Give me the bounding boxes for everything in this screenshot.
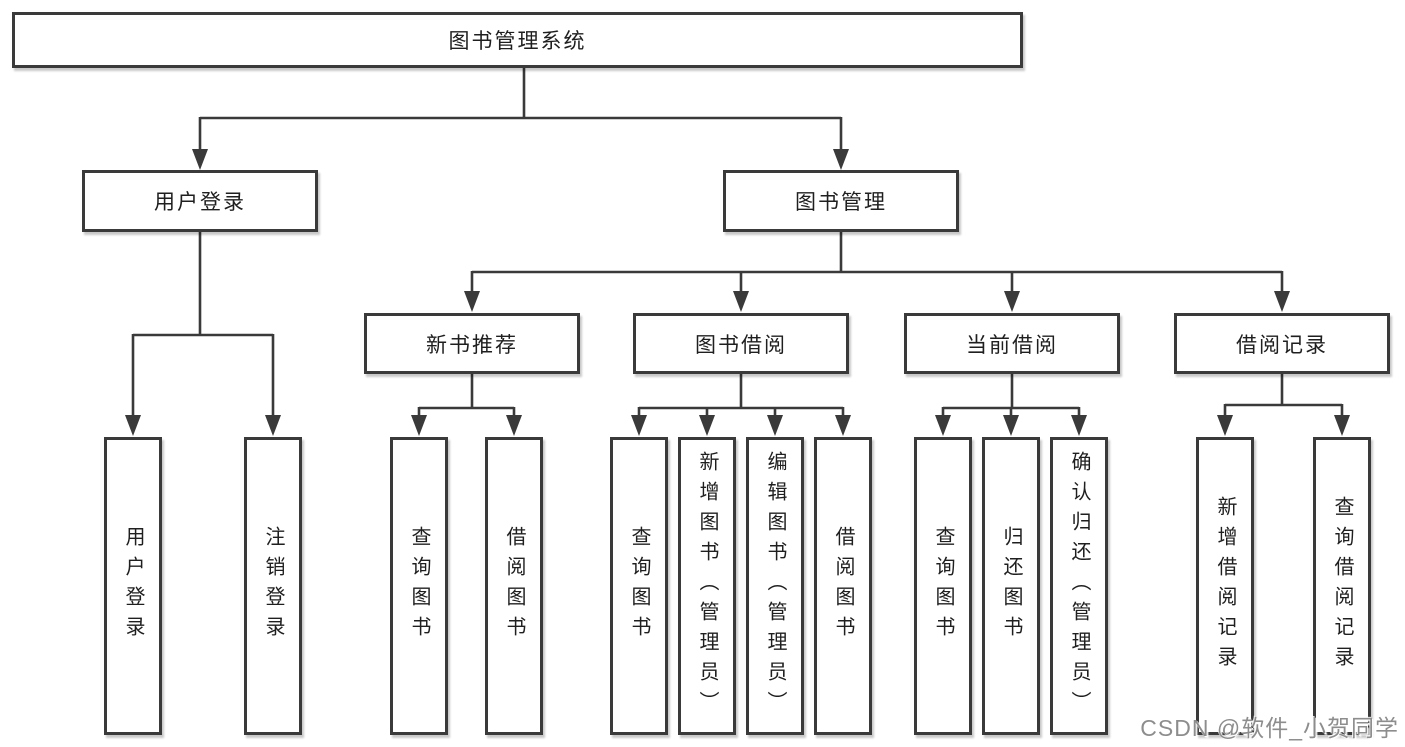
- leaf-borrow-book-borrowing: 借阅图书: [814, 437, 872, 735]
- leaf-user-login: 用户登录: [104, 437, 162, 735]
- node-book-management: 图书管理: [723, 170, 959, 232]
- node-user-login-label: 用户登录: [154, 191, 246, 214]
- node-borrowing-records: 借阅记录: [1174, 313, 1390, 374]
- leaf-edit-book-admin-label: 编辑图书（管理员）: [764, 451, 786, 721]
- leaf-return-book: 归还图书: [982, 437, 1040, 735]
- leaf-query-book-borrowing: 查询图书: [610, 437, 668, 735]
- node-new-book-recommendation-label: 新书推荐: [426, 333, 518, 357]
- leaf-confirm-return-admin-label: 确认归还（管理员）: [1068, 451, 1090, 721]
- node-book-borrowing-label: 图书借阅: [695, 333, 787, 357]
- leaf-query-book-borrowing-label: 查询图书: [628, 526, 650, 646]
- leaf-query-borrow-record: 查询借阅记录: [1313, 437, 1371, 735]
- leaf-borrow-book-recommend: 借阅图书: [485, 437, 543, 735]
- leaf-query-book-recommend: 查询图书: [390, 437, 448, 735]
- leaf-query-book-recommend-label: 查询图书: [408, 526, 430, 646]
- node-borrowing-records-label: 借阅记录: [1236, 333, 1328, 357]
- leaf-return-book-label: 归还图书: [1000, 526, 1022, 646]
- node-current-borrowing-label: 当前借阅: [966, 333, 1058, 357]
- leaf-add-book-admin-label: 新增图书（管理员）: [696, 451, 718, 721]
- node-root: 图书管理系统: [12, 12, 1023, 68]
- leaf-add-borrow-record: 新增借阅记录: [1196, 437, 1254, 735]
- leaf-query-book-current: 查询图书: [914, 437, 972, 735]
- node-book-borrowing: 图书借阅: [633, 313, 849, 374]
- leaf-borrow-book-recommend-label: 借阅图书: [503, 526, 525, 646]
- leaf-logout-label: 注销登录: [262, 526, 284, 646]
- leaf-query-borrow-record-label: 查询借阅记录: [1331, 496, 1353, 676]
- leaf-confirm-return-admin: 确认归还（管理员）: [1050, 437, 1108, 735]
- leaf-add-book-admin: 新增图书（管理员）: [678, 437, 736, 735]
- leaf-query-book-current-label: 查询图书: [932, 526, 954, 646]
- leaf-user-login-label: 用户登录: [122, 526, 144, 646]
- leaf-logout: 注销登录: [244, 437, 302, 735]
- leaf-add-borrow-record-label: 新增借阅记录: [1214, 496, 1236, 676]
- node-root-label: 图书管理系统: [448, 30, 587, 53]
- node-book-management-label: 图书管理: [795, 191, 887, 214]
- watermark-text: CSDN @软件_小贺同学: [1140, 715, 1399, 741]
- node-current-borrowing: 当前借阅: [904, 313, 1120, 374]
- leaf-edit-book-admin: 编辑图书（管理员）: [746, 437, 804, 735]
- leaf-borrow-book-borrowing-label: 借阅图书: [832, 526, 854, 646]
- node-new-book-recommendation: 新书推荐: [364, 313, 580, 374]
- node-user-login: 用户登录: [82, 170, 318, 232]
